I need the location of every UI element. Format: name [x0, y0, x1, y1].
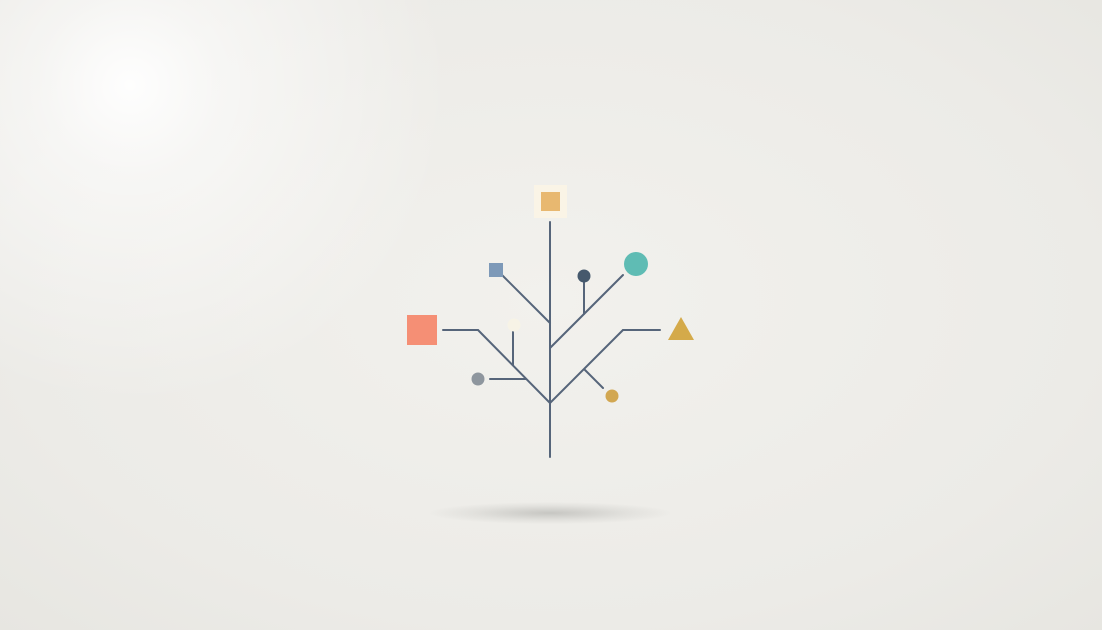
top-square-node-icon	[541, 192, 560, 211]
gold-dot-node-icon	[605, 389, 619, 403]
ground-shadow	[430, 502, 670, 524]
twig-gold-dot	[584, 369, 604, 389]
triangle-node-icon	[668, 317, 694, 340]
navy-dot-node-icon	[577, 269, 591, 283]
ivory-dot-node-icon	[507, 318, 521, 332]
branch-upper-right	[549, 274, 624, 349]
branch-lower-right	[549, 329, 624, 404]
branch-upper-left	[501, 274, 551, 324]
small-square-node-icon	[489, 263, 503, 277]
left-square-node-icon	[407, 315, 437, 345]
tree-nodes	[407, 185, 694, 403]
tree-branches	[442, 221, 661, 458]
teal-circle-node-icon	[624, 252, 648, 276]
branch-lower-left	[477, 329, 551, 404]
gray-dot-node-icon	[471, 372, 485, 386]
